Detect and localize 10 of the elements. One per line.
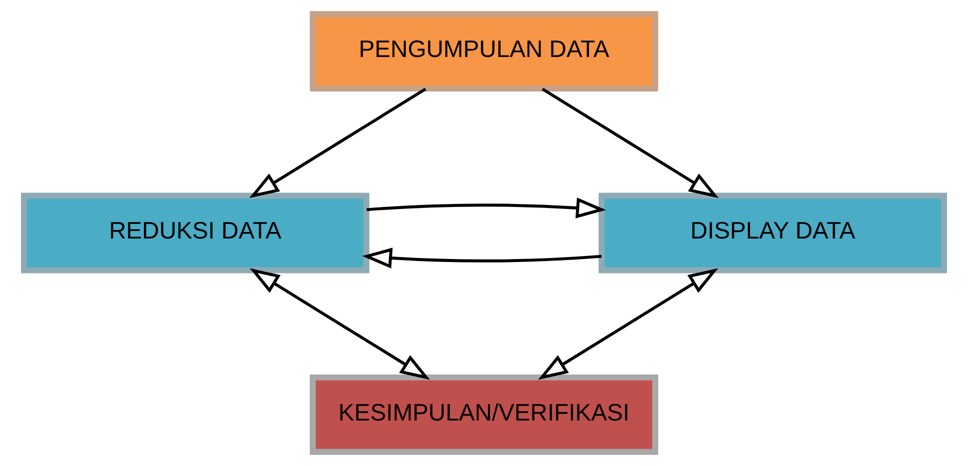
- arrow: [542, 88, 719, 198]
- arrow: [362, 248, 602, 268]
- arrow: [538, 268, 718, 380]
- node-box: PENGUMPULAN DATA: [310, 11, 658, 92]
- arrow: [250, 268, 430, 380]
- node-box: REDUKSI DATA: [20, 192, 370, 274]
- node-box: DISPLAY DATA: [598, 192, 948, 274]
- arrow: [366, 198, 606, 218]
- arrow: [249, 88, 426, 198]
- node-box: KESIMPULAN/VERIFIKASI: [310, 374, 658, 455]
